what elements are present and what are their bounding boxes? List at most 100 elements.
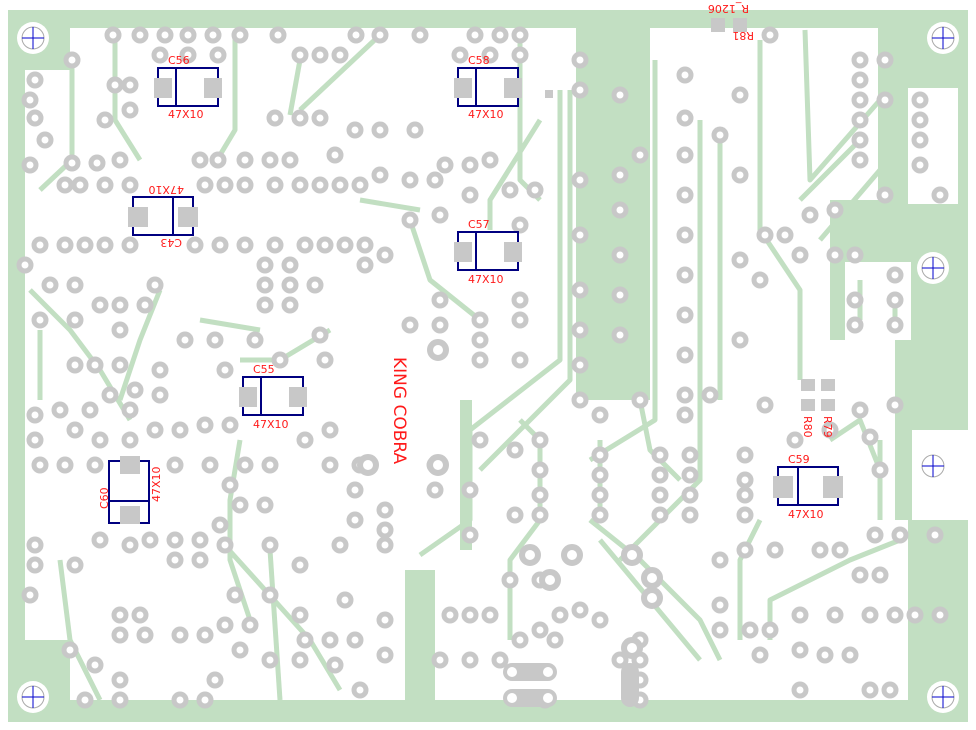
pad <box>206 671 224 689</box>
c56-value: 47X10 <box>168 108 204 121</box>
trace <box>798 138 862 202</box>
pad <box>141 531 159 549</box>
pad <box>911 131 929 149</box>
pad <box>681 446 699 464</box>
pad <box>681 466 699 484</box>
pad <box>21 156 39 174</box>
pad <box>261 151 279 169</box>
pad <box>551 606 569 624</box>
pad <box>246 331 264 349</box>
pad <box>101 386 119 404</box>
pad <box>591 466 609 484</box>
pad <box>711 551 729 569</box>
large-pad <box>621 637 643 659</box>
pad <box>191 151 209 169</box>
trace <box>757 40 803 380</box>
trace <box>767 537 901 640</box>
pad <box>461 526 479 544</box>
pad <box>121 101 139 119</box>
pad <box>111 606 129 624</box>
pad-hole <box>507 693 517 703</box>
pad <box>63 154 81 172</box>
pad <box>651 466 669 484</box>
pad <box>26 109 44 127</box>
pad <box>851 111 869 129</box>
pad <box>136 626 154 644</box>
pad <box>216 176 234 194</box>
pad <box>571 51 589 69</box>
pad <box>851 151 869 169</box>
trace <box>637 399 682 482</box>
pad <box>376 536 394 554</box>
pad <box>66 421 84 439</box>
r81-value: R_1206 <box>708 2 749 15</box>
pad <box>346 631 364 649</box>
pad <box>531 486 549 504</box>
pad-hole <box>543 693 553 703</box>
trace <box>217 35 238 157</box>
trace <box>267 549 283 701</box>
pad <box>21 91 39 109</box>
pad <box>911 156 929 174</box>
mounting-hole-icon <box>17 22 49 54</box>
pad <box>106 76 124 94</box>
pad <box>196 176 214 194</box>
c59-value: 47X10 <box>788 508 824 521</box>
pad <box>651 486 669 504</box>
pad <box>311 109 329 127</box>
pad <box>321 456 339 474</box>
pad <box>321 631 339 649</box>
pad <box>701 386 719 404</box>
pad <box>196 416 214 434</box>
pad <box>676 186 694 204</box>
c55-ref: C55 <box>253 363 275 376</box>
pad <box>926 526 944 544</box>
pad <box>171 691 189 709</box>
pad <box>461 186 479 204</box>
pad <box>676 109 694 127</box>
pad <box>731 251 749 269</box>
pad <box>931 606 949 624</box>
pad <box>221 416 239 434</box>
pad <box>291 556 309 574</box>
pad <box>261 536 279 554</box>
pad <box>66 356 84 374</box>
pad <box>511 311 529 329</box>
pad <box>316 236 334 254</box>
pad <box>711 621 729 639</box>
pad <box>121 76 139 94</box>
pad <box>166 551 184 569</box>
trace <box>287 59 303 116</box>
pad <box>179 46 197 64</box>
pad <box>311 176 329 194</box>
capacitor-c57: C57 47X10 <box>454 218 522 286</box>
pad <box>531 431 549 449</box>
c43-ref: C43 <box>160 236 182 249</box>
pad <box>347 26 365 44</box>
pad <box>216 536 234 554</box>
pad <box>431 651 449 669</box>
capacitor-c55: C55 47X10 <box>239 363 307 431</box>
pad <box>431 316 449 334</box>
trace <box>38 60 75 192</box>
pad <box>651 446 669 464</box>
resistor-r81: R_1206 R81 <box>708 2 754 42</box>
pad <box>111 296 129 314</box>
pad <box>851 401 869 419</box>
large-pad <box>641 567 663 589</box>
board-title: KING COBRA <box>389 357 409 464</box>
pad <box>26 71 44 89</box>
pad <box>376 521 394 539</box>
pad <box>471 431 489 449</box>
pad <box>791 681 809 699</box>
pad <box>886 291 904 309</box>
pad <box>306 276 324 294</box>
pad <box>736 471 754 489</box>
resistor-r80: R80 <box>801 379 815 438</box>
pad <box>676 306 694 324</box>
pad <box>451 46 469 64</box>
pad <box>651 506 669 524</box>
pad <box>216 616 234 634</box>
mounting-holes <box>17 22 959 713</box>
